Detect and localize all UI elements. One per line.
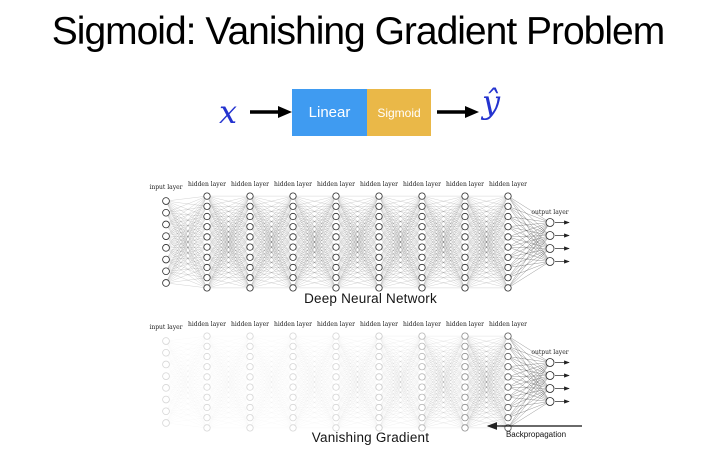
svg-text:hidden layer: hidden layer — [489, 181, 527, 188]
svg-text:input layer: input layer — [149, 324, 182, 331]
svg-text:hidden layer: hidden layer — [231, 321, 269, 328]
svg-text:hidden layer: hidden layer — [188, 181, 226, 188]
svg-text:hidden layer: hidden layer — [231, 181, 269, 188]
sigmoid-block: Sigmoid — [367, 89, 431, 136]
output-yhat-math-label: ŷ — [482, 83, 501, 121]
svg-text:hidden layer: hidden layer — [446, 181, 484, 188]
svg-text:hidden layer: hidden layer — [188, 321, 226, 328]
linear-block-label: Linear — [308, 104, 351, 121]
svg-text:hidden layer: hidden layer — [360, 321, 398, 328]
svg-text:hidden layer: hidden layer — [360, 181, 398, 188]
svg-text:hidden layer: hidden layer — [317, 181, 355, 188]
linear-block: Linear — [292, 89, 367, 136]
svg-text:hidden layer: hidden layer — [274, 181, 312, 188]
arrow-right-icon — [437, 106, 479, 118]
svg-text:hidden layer: hidden layer — [446, 321, 484, 328]
svg-text:hidden layer: hidden layer — [274, 321, 312, 328]
svg-text:hidden layer: hidden layer — [403, 321, 441, 328]
svg-text:hidden layer: hidden layer — [489, 321, 527, 328]
sigmoid-block-label: Sigmoid — [377, 105, 421, 120]
deep-neural-network-diagram: input layer hidden layer hidden layer hidde… — [148, 176, 593, 300]
svg-text:Backpropagation: Backpropagation — [506, 430, 566, 439]
network-caption-deep: Deep Neural Network — [304, 291, 437, 306]
network-caption-vanishing: Vanishing Gradient — [311, 430, 430, 445]
svg-text:input layer: input layer — [149, 184, 182, 191]
vanishing-gradient-diagram: input layer hidden layer hidden layer hidde… — [148, 316, 593, 440]
svg-text:output layer: output layer — [531, 349, 568, 356]
input-x-math-label: x — [219, 93, 238, 131]
arrow-right-icon — [250, 106, 292, 118]
svg-text:hidden layer: hidden layer — [317, 321, 355, 328]
slide-title: Sigmoid: Vanishing Gradient Problem — [51, 10, 665, 53]
svg-text:output layer: output layer — [531, 209, 568, 216]
svg-text:hidden layer: hidden layer — [403, 181, 441, 188]
